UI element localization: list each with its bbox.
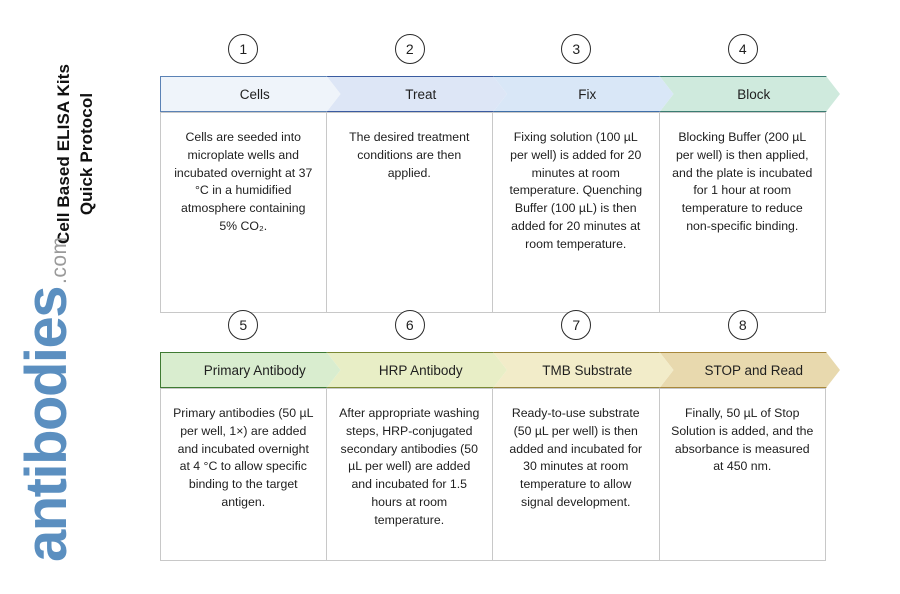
step-chevron[interactable]: HRP Antibody (327, 352, 508, 388)
step-number-badge: 6 (394, 310, 425, 340)
step-chevron-label: HRP Antibody (378, 362, 463, 378)
step-chevron-label: TMB Substrate (542, 362, 633, 378)
step-chevron[interactable]: TMB Substrate (493, 352, 674, 388)
step-chevron[interactable]: STOP and Read (660, 352, 841, 388)
step-number-badge: 1 (228, 34, 259, 64)
step-description-text: Cells are seeded into microplate wells a… (174, 130, 313, 234)
step-chevron-label: Primary Antibody (203, 362, 306, 378)
step-number-badge: 7 (561, 310, 592, 340)
step-description-cell: Blocking Buffer (200 µL per well) is the… (659, 112, 826, 313)
step-description-text: Primary antibodies (50 µL per well, 1×) … (173, 406, 314, 510)
antibodies-logo: antibodies .com (14, 22, 104, 562)
step-number-badge: 4 (727, 34, 758, 64)
step-number-badge: 5 (228, 310, 259, 340)
step-chevron[interactable]: Primary Antibody (160, 352, 341, 388)
step-chevron[interactable]: Fix (493, 76, 674, 112)
step-description-text: Blocking Buffer (200 µL per well) is the… (672, 130, 813, 234)
step-description-text: Finally, 50 µL of Stop Solution is added… (671, 406, 814, 474)
step-description-text: Ready-to-use substrate (50 µL per well) … (509, 406, 643, 510)
step-chevron-label: Treat (405, 86, 437, 102)
step-chevron[interactable]: Block (660, 76, 841, 112)
step-description-cell: Primary antibodies (50 µL per well, 1×) … (160, 388, 327, 561)
step-description-cell: After appropriate washing steps, HRP-con… (326, 388, 493, 561)
step-description-cell: Fixing solution (100 µL per well) is add… (493, 112, 660, 313)
step-description-cell: The desired treatment conditions are the… (326, 112, 493, 313)
step-chevron-label: Cells (239, 86, 270, 102)
step-chevron-label: STOP and Read (704, 362, 804, 378)
step-description-cell: Cells are seeded into microplate wells a… (160, 112, 327, 313)
step-chevron-label: Block (737, 86, 771, 102)
chevron-band-row-2: Primary Antibody HRP Antibody TMB Substrat… (160, 352, 840, 388)
step-number-badge: 2 (394, 34, 425, 64)
protocol-row-2: 5 6 7 8 Primary Antibody HRP Antibody TMB Sub… (160, 306, 840, 561)
logo-tld: .com (48, 236, 71, 284)
description-cells-row-2: Primary antibodies (50 µL per well, 1×) … (160, 388, 826, 561)
step-description-cell: Finally, 50 µL of Stop Solution is added… (659, 388, 826, 561)
logo-wordmark: antibodies (14, 286, 79, 562)
page-title: Cell Based ELISA Kits Quick Protocol (46, 0, 106, 244)
step-number-badge: 3 (561, 34, 592, 64)
step-number-badge: 8 (727, 310, 758, 340)
description-cells-row-1: Cells are seeded into microplate wells a… (160, 112, 826, 313)
step-number-badges-row-2: 5 6 7 8 (160, 306, 826, 352)
step-number-badges-row-1: 1 2 3 4 (160, 30, 826, 76)
step-chevron-label: Fix (578, 86, 597, 102)
step-description-cell: Ready-to-use substrate (50 µL per well) … (493, 388, 660, 561)
step-chevron[interactable]: Treat (327, 76, 508, 112)
chevron-band-row-1: Cells Treat Fix Block (160, 76, 840, 112)
step-description-text: After appropriate washing steps, HRP-con… (339, 406, 480, 527)
protocol-row-1: 1 2 3 4 Cells Treat Fix Block Cells are seeded… (160, 30, 840, 313)
step-description-text: Fixing solution (100 µL per well) is add… (509, 130, 643, 251)
step-description-text: The desired treatment conditions are the… (349, 130, 470, 180)
step-chevron[interactable]: Cells (160, 76, 341, 112)
